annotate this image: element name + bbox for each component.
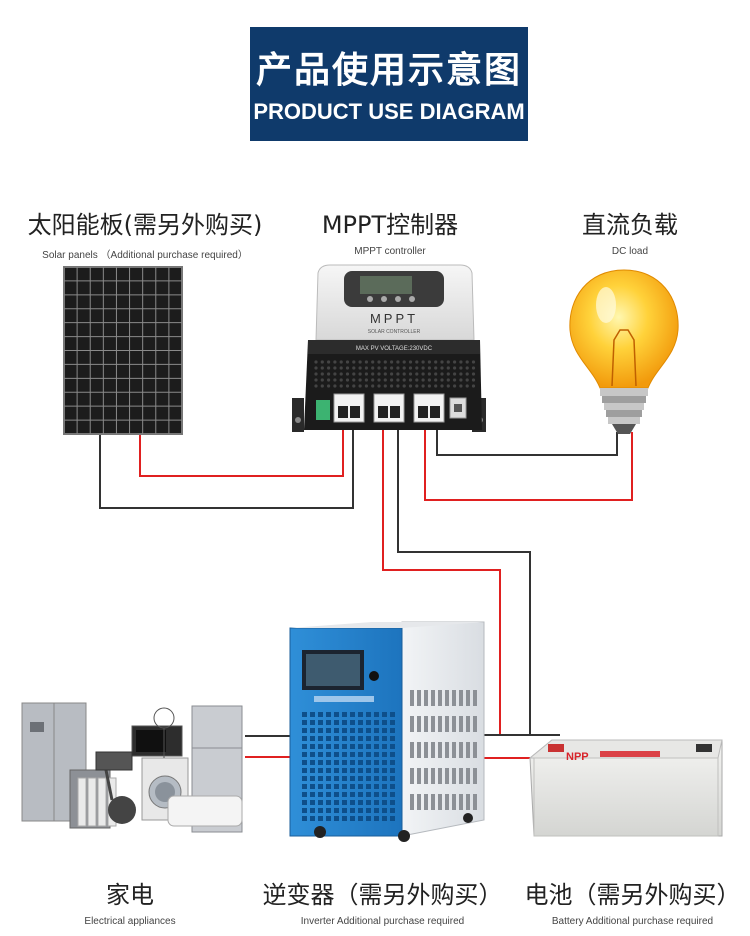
battery-brand: NPP <box>566 751 589 763</box>
inverter <box>289 621 485 842</box>
inverter-label-en: Inverter Additional purchase required <box>300 916 465 927</box>
controller-label-zh: MPPT控制器 <box>321 211 459 239</box>
controller-brand-text: MPPT <box>370 311 418 326</box>
load-label-zh: 直流负载 <box>582 211 678 239</box>
inverter-grille <box>302 712 395 821</box>
solar-label-zh: 太阳能板(需另外购买) <box>27 211 263 239</box>
load-label-en: DC load <box>611 246 649 257</box>
battery-label: 电池（需另外购买） Battery Additional purchase re… <box>520 875 745 927</box>
controller-vents <box>314 360 476 388</box>
wire-solar-red <box>139 420 344 477</box>
home-appliances <box>21 702 243 833</box>
battery: NPP <box>528 739 723 837</box>
solar-label: 太阳能板(需另外购买) Solar panels （Additional pur… <box>20 205 270 261</box>
inverter-label: 逆变器（需另外购买） Inverter Additional purchase … <box>255 875 510 927</box>
battery-label-zh: 电池（需另外购买） <box>524 881 741 909</box>
appliances-label: 家电 Electrical appliances <box>60 875 200 927</box>
solar-label-en: Solar panels （Additional purchase requir… <box>42 250 248 261</box>
wires <box>99 420 633 759</box>
battery-label-en: Battery Additional purchase required <box>551 916 714 927</box>
wire-solar-black <box>99 420 354 509</box>
title-chinese: 产品使用示意图 <box>255 50 522 91</box>
temp-terminal <box>316 400 330 420</box>
appliances-label-zh: 家电 <box>106 881 154 909</box>
inverter-vents <box>410 690 477 810</box>
inverter-label-zh: 逆变器（需另外购买） <box>262 881 503 909</box>
wire-load-red <box>424 420 633 501</box>
light-bulb <box>569 269 679 434</box>
solar-panel <box>63 266 183 435</box>
wire-battery-black <box>397 420 531 735</box>
wire-battery-red <box>382 420 501 736</box>
title-english: PRODUCT USE DIAGRAM <box>253 99 525 124</box>
load-label: 直流负载 DC load <box>560 205 700 257</box>
controller-sub-text: SOLAR CONTROLLER <box>368 329 421 335</box>
appliances-label-en: Electrical appliances <box>84 916 176 927</box>
solar-panel-cells <box>64 267 182 434</box>
title-banner: 产品使用示意图 PRODUCT USE DIAGRAM <box>250 27 528 141</box>
controller-label-en: MPPT controller <box>354 246 426 257</box>
mppt-controller: MPPT SOLAR CONTROLLER MAX PV VOLTAGE:230… <box>292 264 486 432</box>
wire-load-black <box>436 420 618 456</box>
controller-voltage-text: MAX PV VOLTAGE:230VDC <box>356 346 433 352</box>
controller-label: MPPT控制器 MPPT controller <box>290 205 490 257</box>
